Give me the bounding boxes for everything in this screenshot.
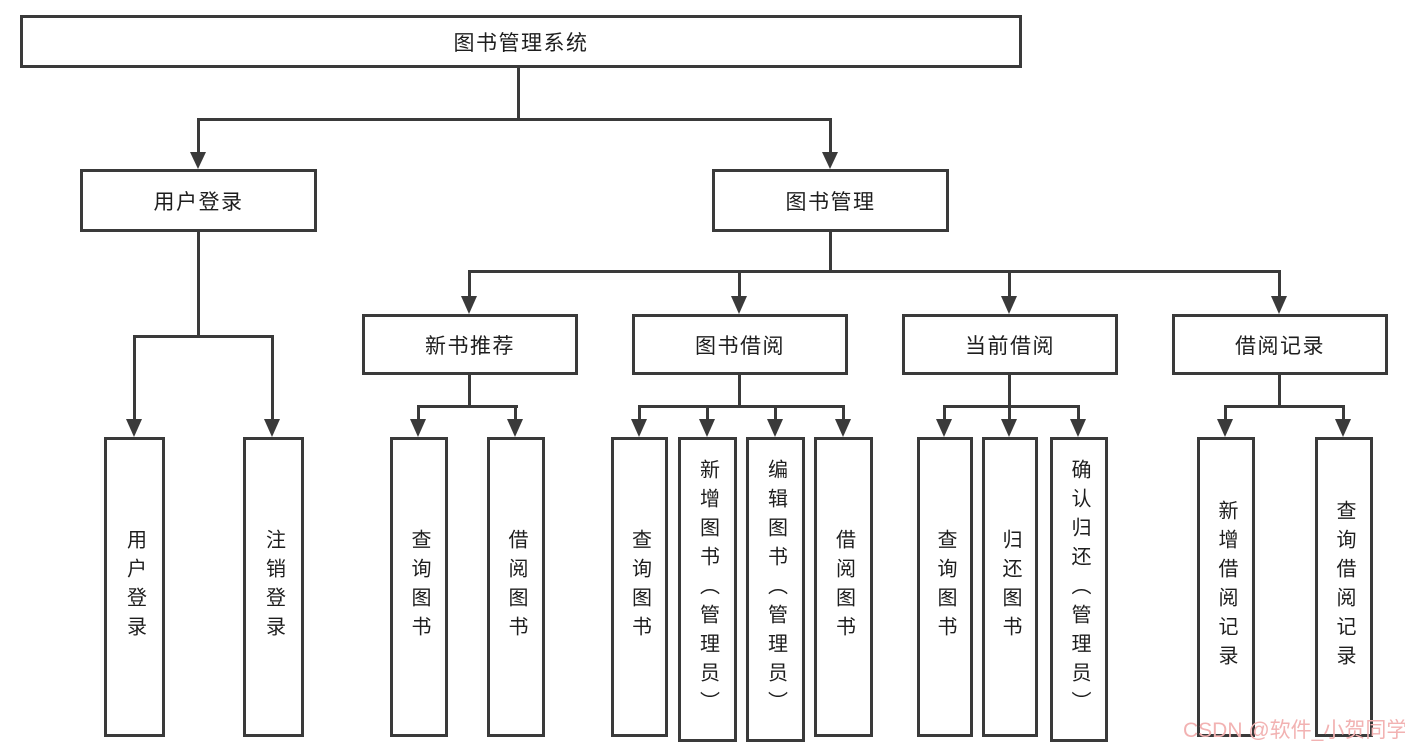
leaf-borrow-books-new: 借阅图书: [487, 437, 545, 737]
connector-arrowhead: [190, 152, 206, 169]
leaf-query-books-current: 查询图书: [917, 437, 973, 737]
leaf-borrow-books-borrow: 借阅图书: [814, 437, 873, 737]
connector-line: [197, 118, 200, 154]
leaf-query-borrow-record: 查询借阅记录: [1315, 437, 1373, 737]
leaf-confirm-return-admin: 确认归还（管理员）: [1050, 437, 1108, 742]
connector-line: [1008, 405, 1011, 420]
node-label: 借阅图书: [505, 529, 527, 645]
connector-line: [1008, 375, 1011, 405]
connector-line: [1008, 270, 1011, 296]
connector-arrowhead: [1271, 296, 1287, 314]
connector-line: [133, 335, 136, 419]
node-label: 用户登录: [153, 190, 244, 214]
connector-arrowhead: [1070, 419, 1086, 437]
connector-arrowhead: [1001, 419, 1017, 437]
connector-line: [1342, 405, 1345, 420]
connector-line: [1224, 405, 1227, 420]
leaf-query-books-borrow: 查询图书: [611, 437, 668, 737]
connector-line: [943, 405, 946, 420]
connector-line: [417, 405, 518, 408]
node-root: 图书管理系统: [20, 15, 1022, 68]
connector-arrowhead: [822, 152, 838, 169]
connector-line: [197, 232, 200, 338]
connector-arrowhead: [731, 296, 747, 314]
connector-arrowhead: [699, 419, 715, 437]
node-label: 图书管理系统: [453, 31, 589, 55]
node-label: 注销登录: [262, 529, 285, 645]
node-label: 编辑图书（管理员）: [764, 459, 787, 720]
connector-arrowhead: [1001, 296, 1017, 314]
leaf-add-borrow-record: 新增借阅记录: [1197, 437, 1255, 737]
connector-line: [829, 232, 832, 270]
connector-line: [197, 118, 832, 121]
node-label: 查询图书: [628, 529, 651, 645]
connector-arrowhead: [835, 419, 851, 437]
connector-line: [706, 405, 709, 420]
node-book-borrow: 图书借阅: [632, 314, 848, 375]
connector-line: [842, 405, 845, 420]
leaf-return-books: 归还图书: [982, 437, 1038, 737]
node-label: 查询图书: [408, 529, 430, 645]
node-label: 查询图书: [934, 529, 956, 645]
connector-arrowhead: [631, 419, 647, 437]
connector-line: [1224, 405, 1345, 408]
connector-line: [738, 270, 741, 296]
node-label: 图书借阅: [695, 334, 785, 358]
node-label: 借阅记录: [1235, 334, 1325, 358]
connector-line: [774, 405, 777, 420]
connector-line: [1077, 405, 1080, 420]
connector-arrowhead: [1217, 419, 1233, 437]
leaf-query-books-new: 查询图书: [390, 437, 448, 737]
connector-line: [468, 375, 471, 405]
node-label: 查询借阅记录: [1333, 500, 1355, 674]
node-book-mgmt: 图书管理: [712, 169, 949, 232]
connector-line: [1278, 270, 1281, 296]
node-user-login: 用户登录: [80, 169, 317, 232]
node-label: 确认归还（管理员）: [1068, 459, 1090, 720]
connector-line: [829, 118, 832, 154]
node-label: 用户登录: [123, 529, 146, 645]
connector-line: [1278, 375, 1281, 405]
leaf-logout: 注销登录: [243, 437, 304, 737]
connector-arrowhead: [126, 419, 142, 437]
node-label: 借阅图书: [832, 529, 855, 645]
connector-arrowhead: [410, 419, 426, 437]
leaf-user-login: 用户登录: [104, 437, 165, 737]
node-label: 当前借阅: [965, 334, 1055, 358]
node-label: 新书推荐: [425, 334, 515, 358]
connector-line: [271, 335, 274, 419]
connector-line: [517, 68, 520, 118]
connector-line: [468, 270, 1281, 273]
connector-line: [417, 405, 420, 420]
node-borrow-records: 借阅记录: [1172, 314, 1388, 375]
connector-arrowhead: [507, 419, 523, 437]
connector-line: [638, 405, 641, 420]
connector-line: [943, 405, 1080, 408]
node-label: 图书管理: [785, 190, 876, 214]
connector-line: [638, 405, 845, 408]
connector-arrowhead: [936, 419, 952, 437]
leaf-edit-book-admin: 编辑图书（管理员）: [746, 437, 805, 742]
connector-arrowhead: [1335, 419, 1351, 437]
connector-line: [514, 405, 517, 420]
node-label: 新增借阅记录: [1215, 500, 1237, 674]
node-current-borrow: 当前借阅: [902, 314, 1118, 375]
connector-line: [468, 270, 471, 296]
node-new-books: 新书推荐: [362, 314, 578, 375]
connector-arrowhead: [767, 419, 783, 437]
node-label: 归还图书: [999, 529, 1021, 645]
connector-arrowhead: [264, 419, 280, 437]
connector-line: [738, 375, 741, 405]
connector-line: [133, 335, 274, 338]
watermark: CSDN @软件_小贺同学: [1183, 719, 1405, 742]
connector-arrowhead: [461, 296, 477, 314]
node-label: 新增图书（管理员）: [696, 459, 719, 720]
leaf-add-book-admin: 新增图书（管理员）: [678, 437, 737, 742]
